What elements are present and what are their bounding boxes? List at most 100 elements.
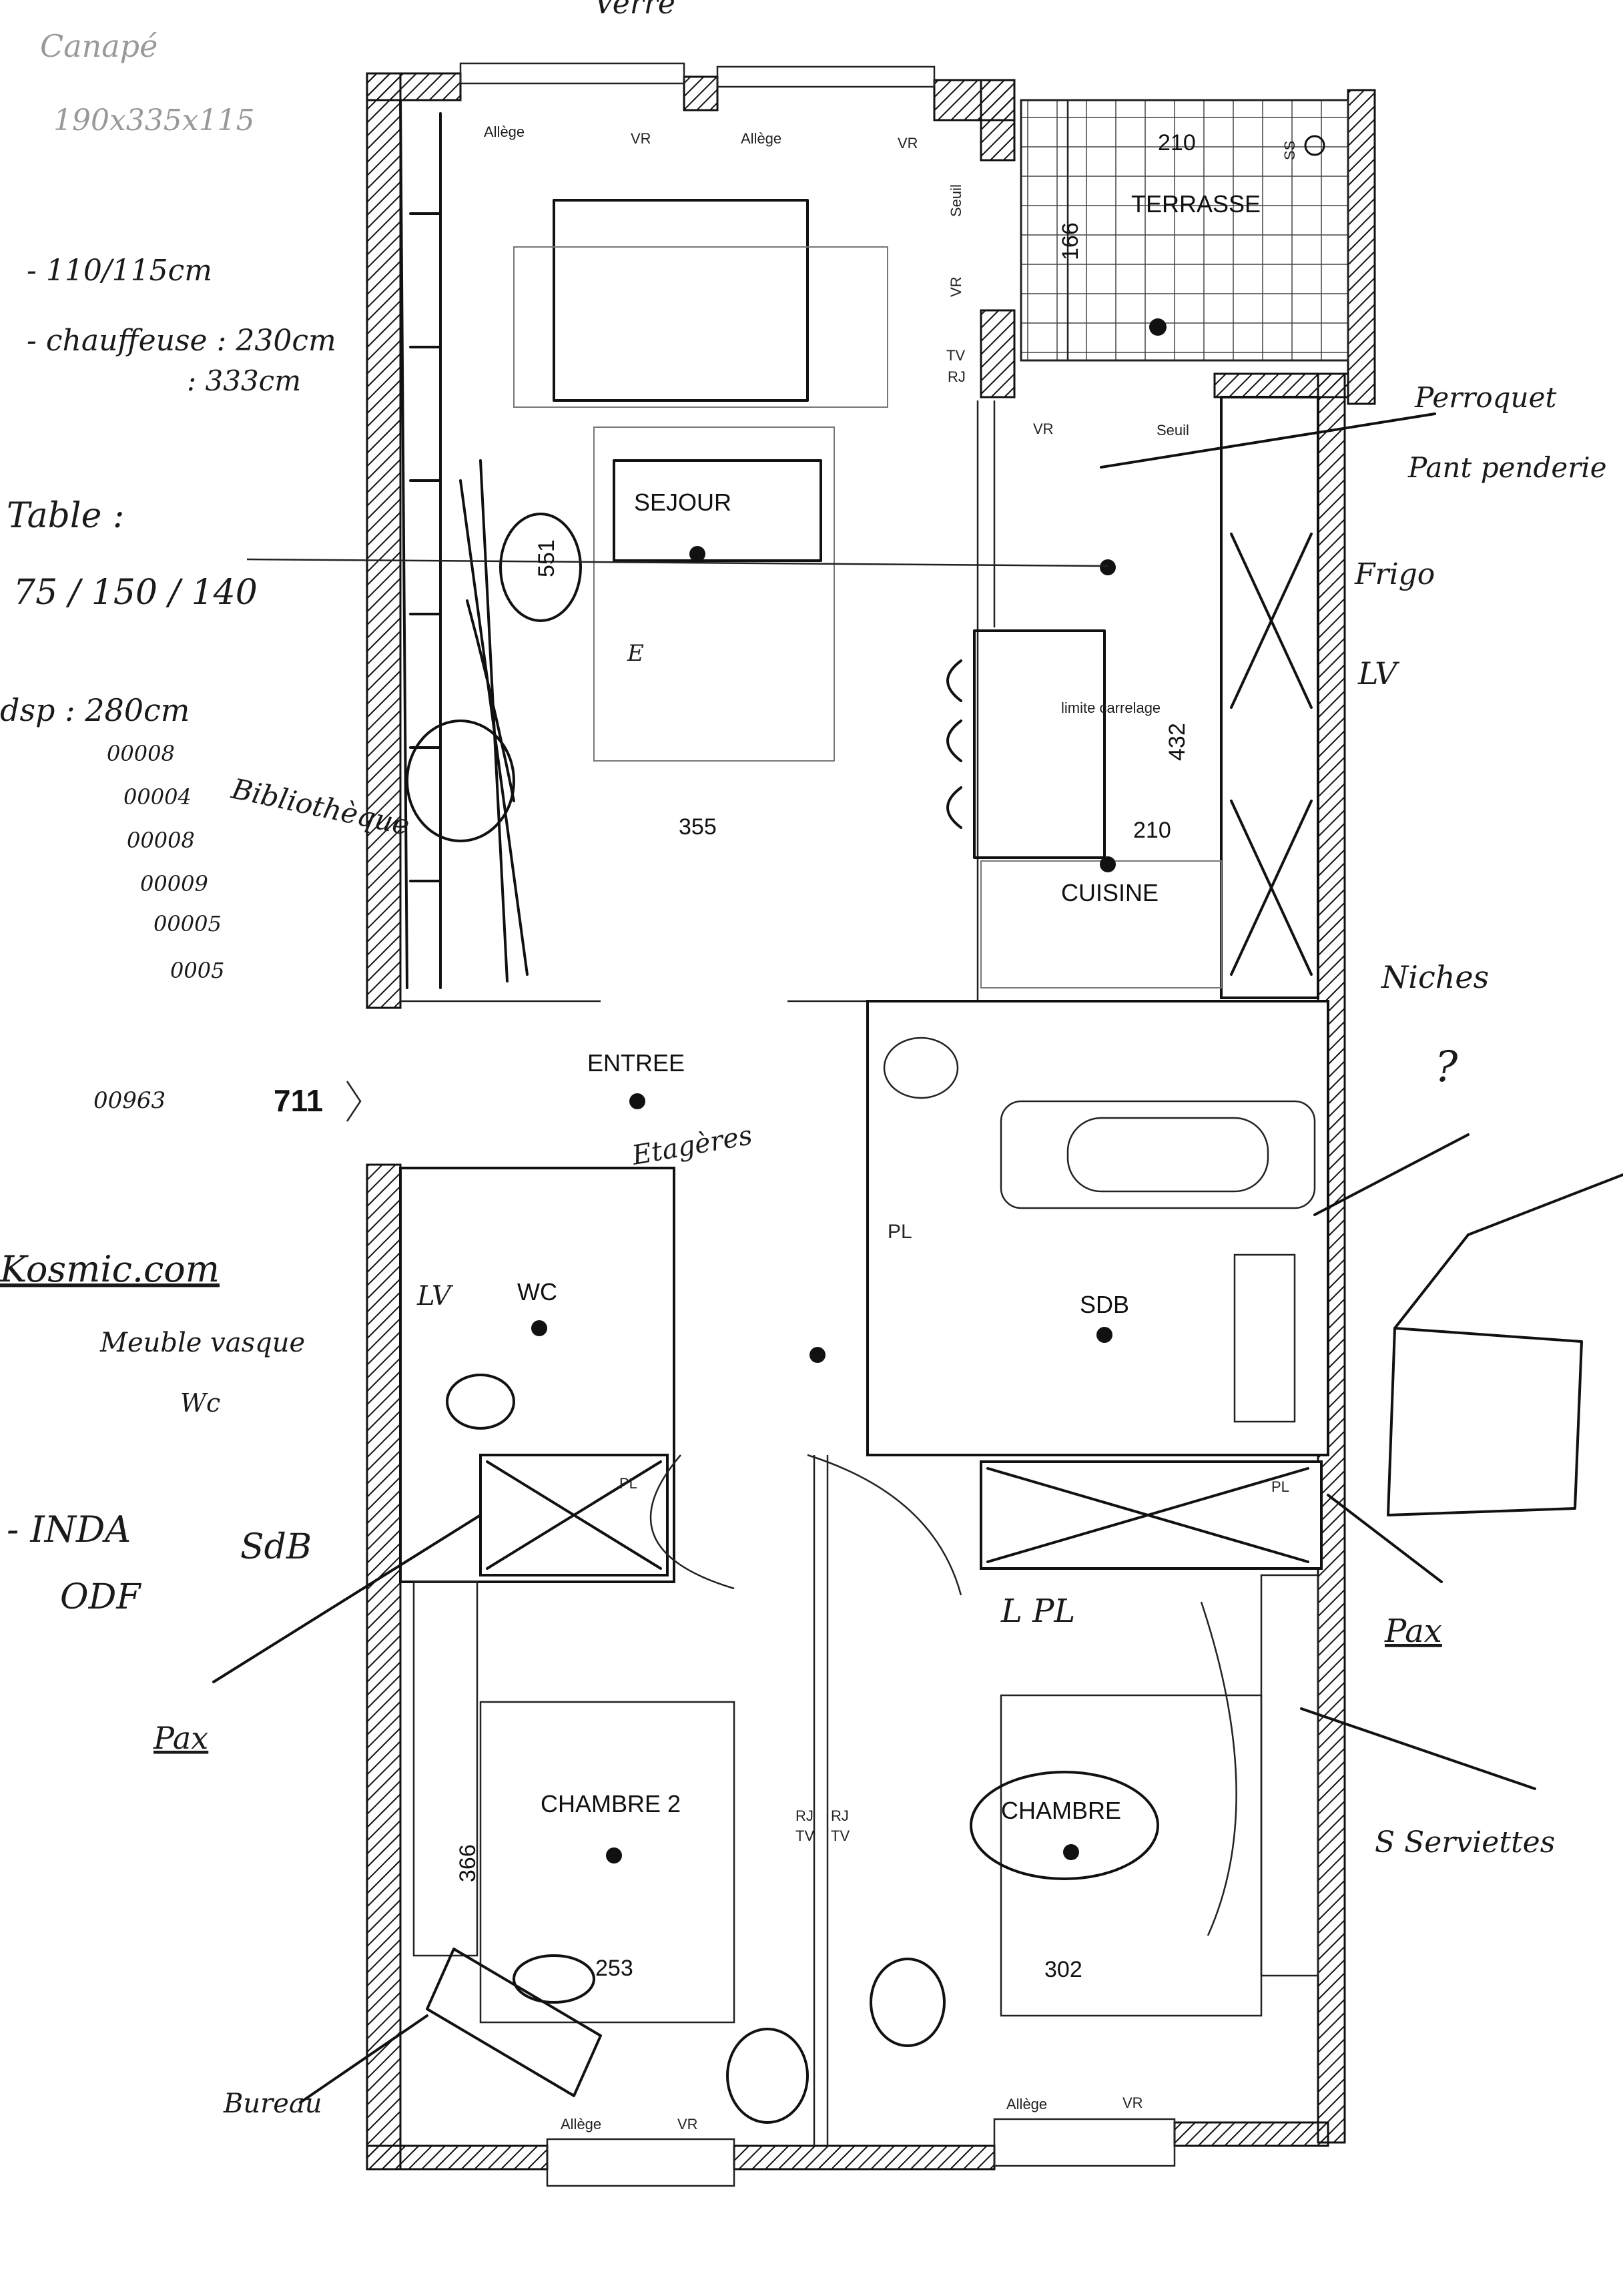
- exterior-wall-top-a: [366, 72, 462, 101]
- room-sdb: SDB: [1080, 1291, 1129, 1318]
- label-rj-1: RJ: [948, 368, 966, 385]
- exterior-wall-bottom-left: [366, 2144, 549, 2171]
- note-e: E: [627, 640, 644, 667]
- note-perroquet-2: Pant penderie: [1407, 451, 1607, 484]
- note-code-2: 00004: [123, 784, 192, 810]
- window-bottom-left: [546, 2138, 735, 2187]
- rug-oval: [499, 513, 582, 622]
- bookshelf-sketch: [399, 99, 442, 989]
- label-vr-4: VR: [1033, 420, 1054, 437]
- terrace-pillar-a: [980, 79, 1016, 162]
- bathtub: [1000, 1100, 1316, 1209]
- dim-cuisine-depth: 432: [1165, 723, 1190, 761]
- note-line-2: - chauffeuse : 230cm: [27, 324, 336, 358]
- exterior-wall-bottom-mid: [733, 2144, 996, 2171]
- note-table-2: 75 / 150 / 140: [13, 573, 258, 613]
- kitchen-column: [1220, 396, 1319, 999]
- dim-terrasse-width: 210: [1158, 130, 1196, 156]
- dining-table: [553, 199, 809, 402]
- note-table-1: Table :: [7, 496, 124, 536]
- door-swing-entry: [807, 1454, 962, 1596]
- room-cuisine: CUISINE: [1061, 879, 1159, 906]
- window-top-right: [716, 65, 936, 88]
- fridge-sketch: [1230, 533, 1313, 976]
- label-allege-1: Allège: [484, 123, 525, 140]
- note-frigo: Frigo: [1354, 557, 1435, 591]
- note-niches: Niches: [1381, 959, 1489, 995]
- note-pax-right: Pax: [1384, 1613, 1442, 1650]
- dim-chambre-width: 302: [1044, 1957, 1082, 1982]
- terrace-wall-right: [1347, 89, 1376, 405]
- dim-chambre2-width: 253: [595, 1956, 633, 1981]
- note-inda: - INDA: [7, 1508, 131, 1550]
- window-bottom-right: [993, 2118, 1176, 2167]
- desk-sketch: [426, 1948, 602, 2097]
- note-canape-1: Canapé: [40, 28, 157, 64]
- exterior-wall-top-b: [683, 75, 719, 111]
- label-pl-1: PL: [888, 1221, 912, 1243]
- room-sejour: SEJOUR: [634, 489, 731, 516]
- sofa-sketch: [459, 459, 529, 982]
- note-sdb: SdB: [240, 1527, 312, 1567]
- dim-sejour-width: 355: [679, 814, 717, 840]
- room-chambre2: CHAMBRE 2: [541, 1790, 681, 1817]
- kitchen-wall-top: [1213, 372, 1349, 398]
- label-rj-3: RJ: [831, 1807, 849, 1824]
- exterior-wall-bottom-right: [1173, 2121, 1329, 2147]
- note-bureau: Bureau: [223, 2088, 322, 2119]
- label-vr-1: VR: [631, 130, 651, 147]
- note-kosmic: Kosmic.com: [0, 1248, 220, 1290]
- dim-cuisine-width: 210: [1133, 818, 1171, 843]
- window-top-left: [459, 62, 685, 85]
- note-serviettes: S Serviettes: [1375, 1825, 1555, 1859]
- dim-chambre2-depth: 366: [455, 1844, 480, 1882]
- note-code-4: 00009: [140, 871, 208, 896]
- note-lv: LV: [1357, 655, 1400, 691]
- label-vr-3: VR: [948, 276, 964, 297]
- note-canape-2: 190x335x115: [53, 103, 255, 137]
- kitchen-island: [973, 629, 1106, 859]
- label-vr-6: VR: [1122, 2094, 1143, 2111]
- note-verre: Verre: [594, 0, 675, 21]
- bed-chambre: [1000, 1694, 1263, 2017]
- label-tv-1: TV: [946, 347, 965, 364]
- room-entree: ENTREE: [587, 1049, 685, 1077]
- label-allege-4: Allège: [1006, 2096, 1047, 2112]
- label-tv-2: TV: [795, 1827, 814, 1844]
- label-tv-3: TV: [831, 1827, 850, 1844]
- dim-terrasse-depth: 166: [1058, 222, 1083, 260]
- note-code-5: 00005: [153, 911, 222, 936]
- note-odf: ODF: [60, 1577, 141, 1617]
- exterior-wall-left-top: [366, 72, 402, 1009]
- margin-sketch-box: [1387, 1173, 1623, 1516]
- note-lv-wc: LV: [416, 1281, 454, 1312]
- chambre-label-oval: [970, 1771, 1159, 1880]
- room-chambre: CHAMBRE: [1001, 1797, 1121, 1824]
- bath-sink: [883, 1037, 959, 1099]
- note-code-3: 00008: [127, 828, 195, 853]
- terrace-light-point: [1149, 318, 1167, 336]
- exterior-wall-left-bottom: [366, 1163, 402, 2171]
- armchair-circle: [406, 720, 515, 842]
- terrace-pillar-b: [980, 309, 1016, 398]
- label-rj-2: RJ: [795, 1807, 814, 1824]
- dim-total: 711: [274, 1083, 323, 1118]
- terrace-tiles: [1020, 99, 1349, 362]
- note-code-1: 00008: [107, 741, 175, 766]
- note-meuble-vasque: Meuble vasque: [99, 1328, 305, 1358]
- wardrobe-chambre2: [412, 1581, 478, 1957]
- label-seuil-2: Seuil: [1157, 422, 1189, 439]
- label-pl-3: PL: [1271, 1478, 1289, 1495]
- label-ss: SS: [1281, 141, 1298, 160]
- label-allege-3: Allège: [561, 2116, 601, 2132]
- note-question: ?: [1435, 1043, 1458, 1092]
- note-perroquet-1: Perroquet: [1414, 381, 1556, 414]
- note-line-1: - 110/115cm: [27, 254, 212, 288]
- label-pl-2: PL: [619, 1475, 637, 1492]
- note-pax-left: Pax: [153, 1720, 208, 1756]
- drain-icon: [1304, 135, 1325, 156]
- coffee-table: [613, 459, 822, 562]
- label-seuil-1: Seuil: [948, 184, 964, 217]
- note-code-final: 00963: [93, 1087, 166, 1114]
